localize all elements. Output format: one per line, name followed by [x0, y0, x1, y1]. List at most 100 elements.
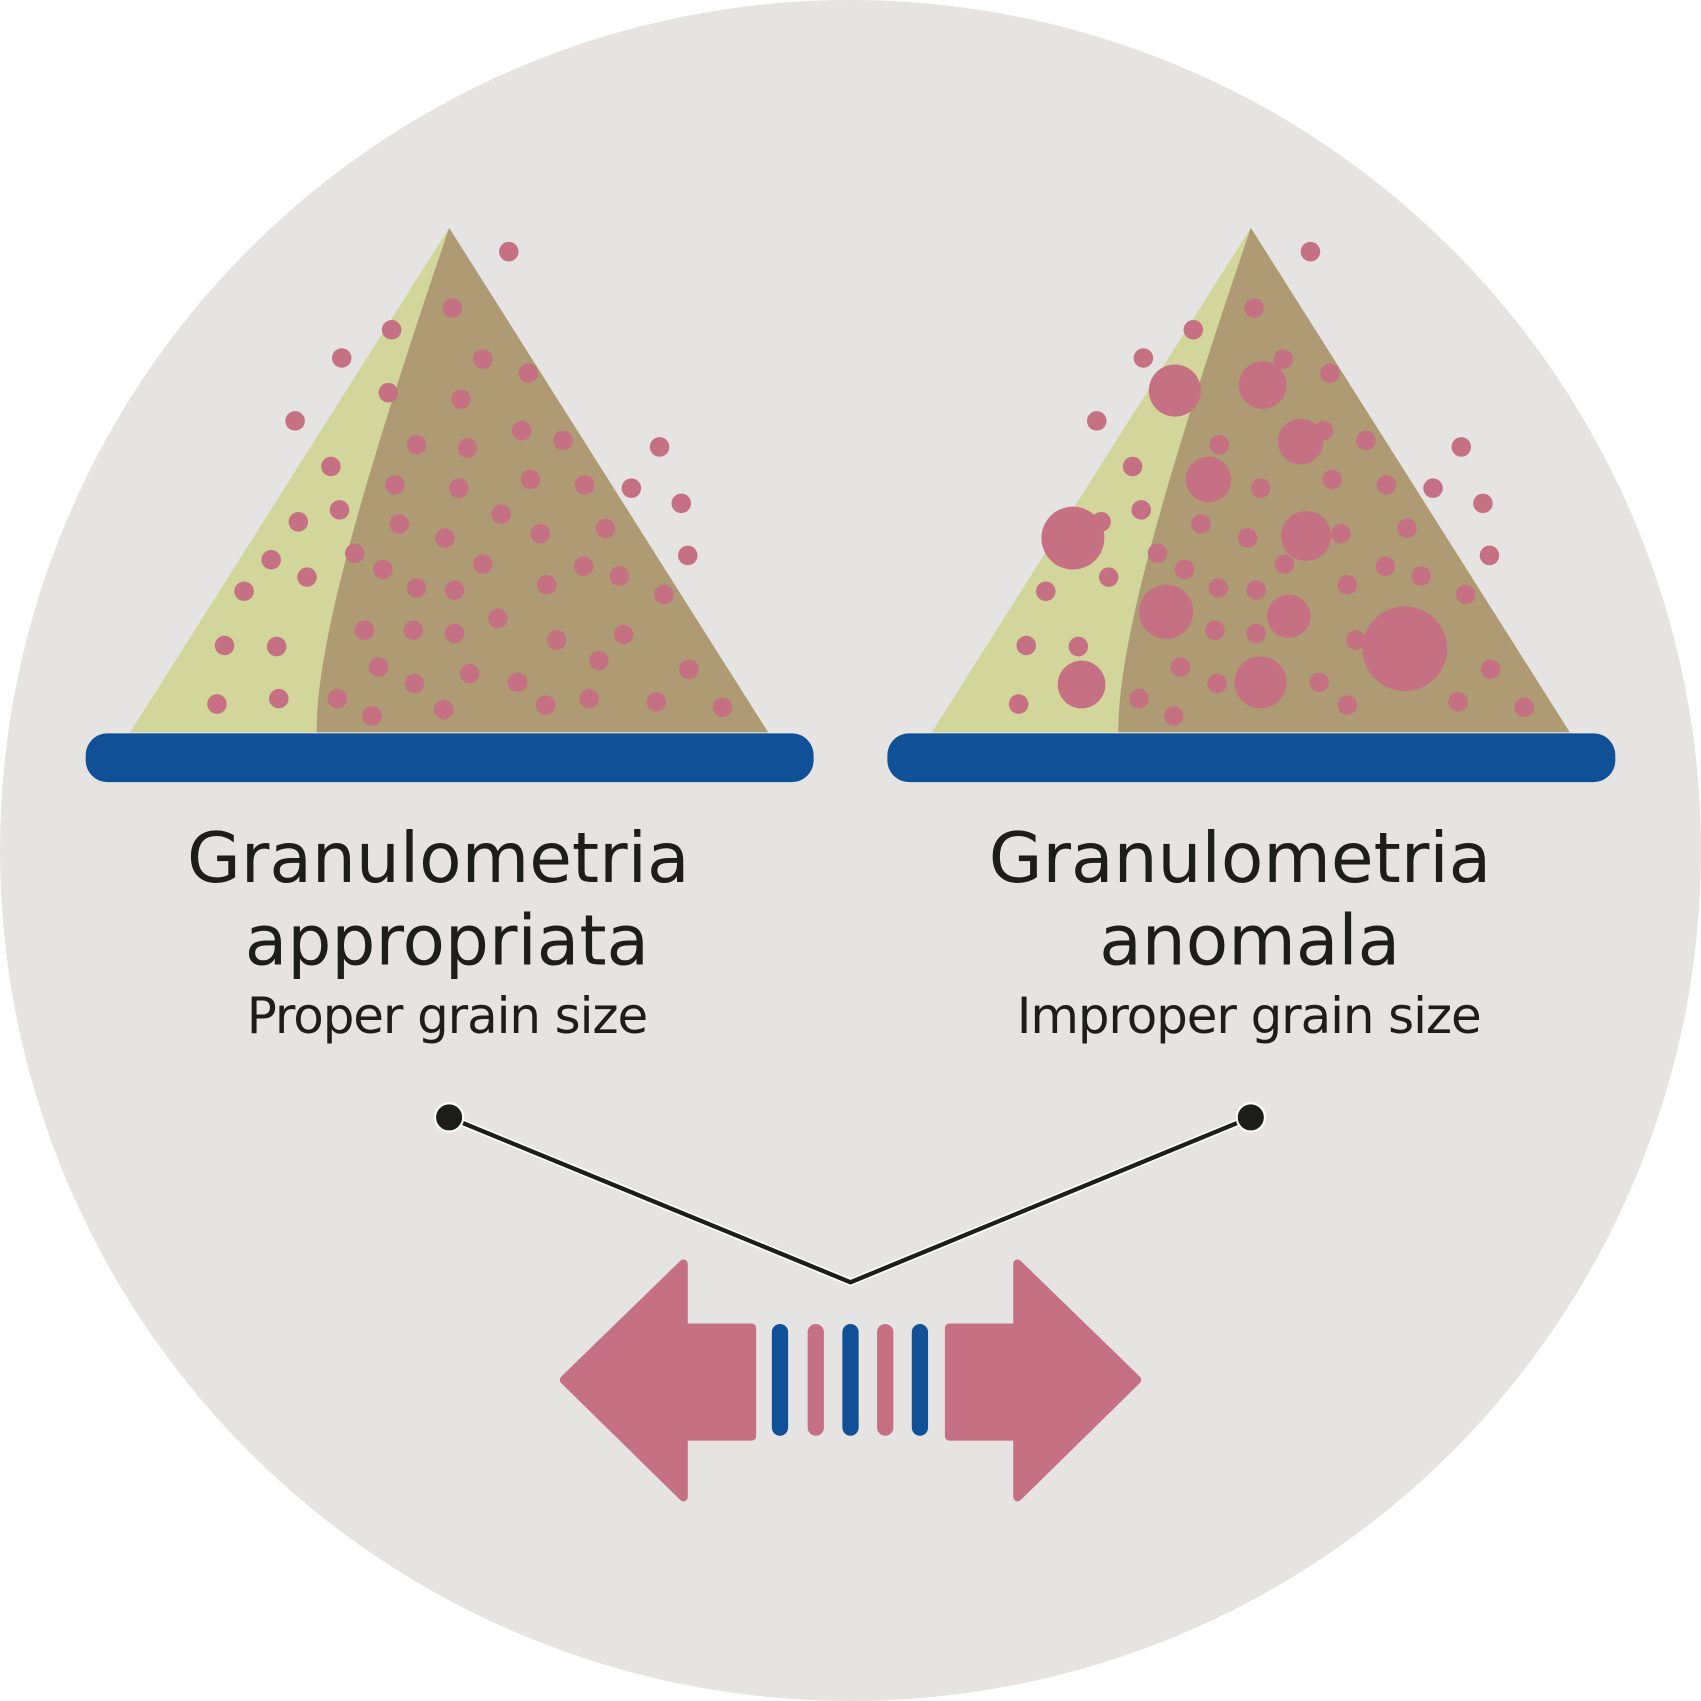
grain-dot	[1016, 635, 1037, 656]
grain-dot	[536, 574, 557, 595]
grain-dot	[329, 500, 350, 520]
grain-dot	[288, 512, 309, 532]
grain-dot	[1131, 500, 1151, 520]
grain-dot	[1300, 241, 1321, 262]
left-title-line1: Granulometria	[187, 819, 689, 899]
grain-dot	[1322, 469, 1342, 490]
left-connector-dot	[433, 1102, 465, 1133]
grain-dot	[457, 438, 478, 458]
grain-dot	[1191, 514, 1211, 534]
grain-dot	[1479, 545, 1500, 566]
grain-dot	[1041, 506, 1105, 570]
grain-dot	[269, 688, 289, 709]
grain-dot	[321, 456, 341, 477]
grain-dot	[1331, 523, 1351, 544]
grain-dot	[1244, 298, 1264, 318]
grain-dot	[1208, 578, 1229, 598]
grain-dot	[261, 550, 281, 570]
grain-dot	[671, 493, 692, 514]
right-pile	[931, 227, 1570, 733]
grain-dot	[404, 673, 425, 694]
grain-dot	[1277, 418, 1324, 465]
grain-dot	[1375, 556, 1396, 577]
grain-dot	[433, 699, 454, 720]
grain-dot	[535, 695, 556, 715]
grain-dot	[1057, 660, 1106, 709]
grain-dot	[1246, 580, 1266, 600]
grain-dot	[459, 663, 480, 684]
grain-dot	[1346, 630, 1366, 650]
grain-dot	[472, 349, 493, 369]
grain-dot	[649, 437, 670, 457]
grain-dot	[1246, 623, 1266, 644]
grain-dot	[609, 566, 630, 586]
grain-dot	[1170, 657, 1191, 677]
grain-dot	[1514, 697, 1534, 718]
grain-dot	[1337, 695, 1358, 715]
left-pile-dark	[316, 227, 769, 733]
grain-dot	[1267, 594, 1311, 638]
arrow-stripes	[771, 1324, 929, 1436]
grain-dot	[1234, 656, 1287, 709]
grain-dot	[520, 469, 541, 490]
grain-dot	[449, 478, 469, 498]
grain-dot	[1473, 493, 1493, 514]
grain-dot	[1098, 567, 1119, 587]
grain-dot	[327, 688, 348, 709]
grain-dot	[381, 320, 402, 340]
grain-dot	[472, 554, 493, 574]
grain-dot	[442, 298, 463, 318]
grain-dot	[654, 584, 674, 605]
grain-dot	[266, 636, 287, 657]
grain-dot	[1174, 559, 1195, 580]
grain-dot	[344, 543, 365, 564]
grain-dot	[214, 635, 235, 656]
grain-dot	[595, 518, 616, 539]
grain-dot	[518, 363, 539, 383]
grain-dot	[1068, 636, 1089, 657]
grain-dot	[1451, 437, 1472, 457]
grain-dot	[512, 420, 532, 441]
right-grains	[1008, 241, 1534, 726]
grain-dot	[574, 475, 595, 495]
grain-dot	[1356, 430, 1376, 451]
grain-dot	[1237, 528, 1258, 548]
right-connector-dot	[1235, 1102, 1266, 1133]
grain-dot	[1207, 673, 1227, 694]
grain-dot	[678, 545, 698, 566]
right-base-bar	[887, 733, 1616, 783]
grain-dot	[451, 389, 471, 409]
grain-dot	[297, 567, 317, 587]
left-pile	[130, 227, 769, 733]
grain-dot	[1139, 584, 1194, 639]
grain-dot	[1183, 320, 1204, 340]
grain-dot	[1480, 659, 1501, 680]
grain-dot	[614, 624, 634, 645]
grain-dot	[1122, 456, 1143, 477]
grain-dot	[1185, 456, 1232, 503]
grain-dot	[573, 556, 594, 577]
grain-dot	[1281, 510, 1332, 561]
grain-dot	[491, 504, 511, 524]
grain-dot	[362, 706, 382, 726]
grain-dot	[1273, 349, 1294, 369]
grain-dot	[331, 348, 352, 368]
right-arrow-icon	[944, 1259, 1142, 1502]
grain-dot	[1274, 554, 1295, 574]
right-subtitle: Improper grain size	[1017, 987, 1481, 1045]
grain-dot	[1423, 478, 1443, 498]
grain-dot	[679, 659, 699, 680]
grain-dot	[435, 528, 455, 548]
grain-dot	[1036, 581, 1056, 601]
grain-dot	[1337, 574, 1358, 595]
grain-dot	[1448, 692, 1468, 712]
right-pile-dark	[1118, 227, 1570, 733]
grain-dot	[1091, 512, 1111, 532]
grain-dot	[646, 692, 667, 712]
grain-dot	[403, 620, 424, 641]
grain-dot	[444, 623, 465, 644]
grain-dot	[285, 411, 305, 431]
grain-dot	[207, 694, 227, 714]
grain-dot	[712, 697, 733, 718]
